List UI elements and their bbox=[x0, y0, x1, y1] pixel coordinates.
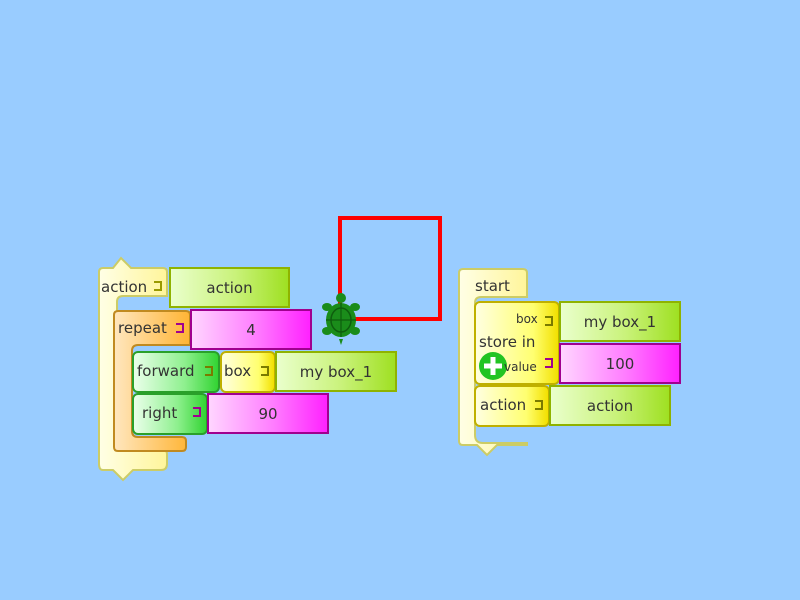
do-action-name-field[interactable]: action bbox=[549, 385, 671, 426]
right-block[interactable] bbox=[132, 393, 208, 435]
repeat-count-connector bbox=[176, 323, 184, 333]
right-label: right bbox=[142, 404, 178, 422]
right-angle-field[interactable]: 90 bbox=[207, 393, 329, 434]
store-in-block[interactable] bbox=[474, 301, 560, 385]
repeat-label: repeat bbox=[118, 319, 167, 337]
store-value-field[interactable]: 100 bbox=[559, 343, 681, 384]
forward-block[interactable] bbox=[132, 351, 220, 393]
value-sub-label: value bbox=[504, 360, 537, 374]
box-name-field[interactable]: my box_1 bbox=[275, 351, 397, 392]
do-action-label: action bbox=[480, 396, 527, 414]
repeat-block[interactable] bbox=[112, 309, 192, 453]
turtle-icon[interactable] bbox=[320, 293, 362, 345]
store-box-connector bbox=[545, 316, 553, 326]
box-sub-label: box bbox=[516, 312, 538, 326]
forward-label: forward bbox=[137, 362, 195, 380]
store-value-connector bbox=[545, 358, 553, 368]
start-label: start bbox=[475, 277, 510, 295]
start-hat-block[interactable] bbox=[457, 267, 531, 457]
right-angle-connector bbox=[193, 407, 201, 417]
action-name-field[interactable]: action bbox=[169, 267, 290, 308]
box-label: box bbox=[224, 362, 252, 380]
repeat-count-field[interactable]: 4 bbox=[190, 309, 312, 350]
do-action-connector bbox=[535, 400, 543, 410]
store-box-name-field[interactable]: my box_1 bbox=[559, 301, 681, 342]
turtle-path bbox=[338, 216, 442, 321]
action-name-connector bbox=[154, 281, 162, 291]
box-block[interactable] bbox=[220, 351, 276, 393]
repeat-block-shape bbox=[113, 310, 191, 452]
action-label: action bbox=[101, 278, 148, 296]
plus-icon[interactable] bbox=[478, 351, 508, 381]
store-in-label: store in bbox=[479, 333, 536, 351]
box-name-connector bbox=[261, 366, 269, 376]
forward-arg-connector bbox=[205, 366, 213, 376]
start-block-shape bbox=[458, 268, 528, 457]
